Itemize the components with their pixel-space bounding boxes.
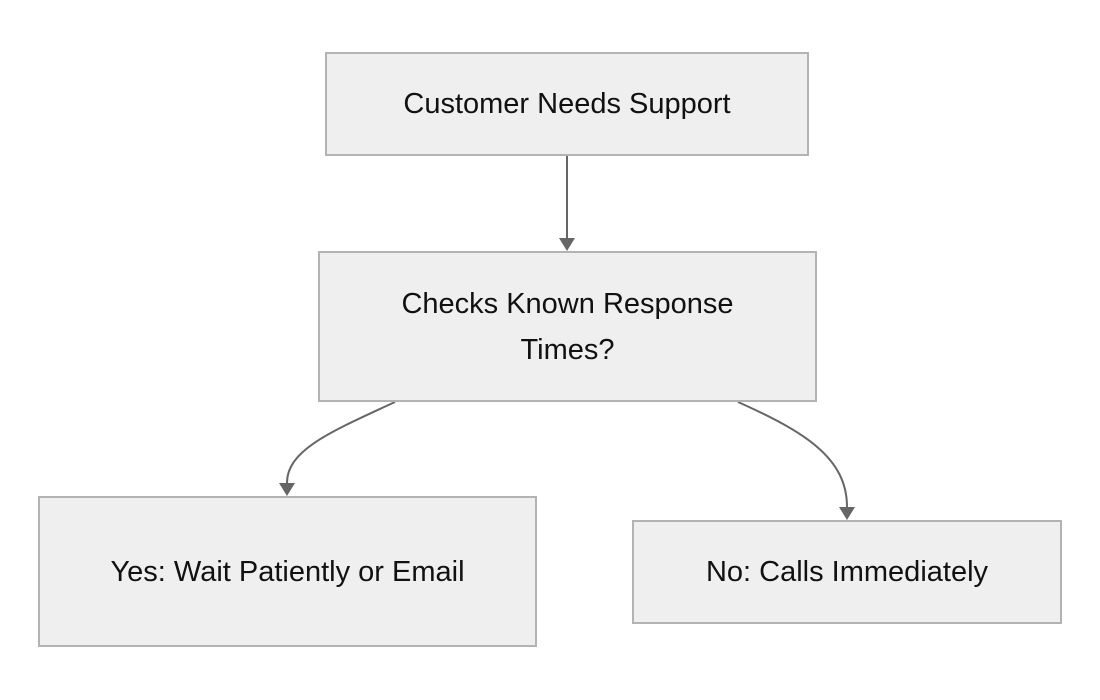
edge-line [737, 401, 848, 508]
node-checks-response-times: Checks Known Response Times? [318, 251, 817, 402]
arrowhead [279, 483, 295, 496]
node-label: Yes: Wait Patiently or Email [110, 555, 465, 588]
node-no-calls-immediately: No: Calls Immediately [632, 520, 1062, 624]
node-label: Checks Known Response Times? [401, 287, 734, 366]
edge-check-to-yes [279, 401, 396, 496]
node-label: Customer Needs Support [403, 88, 731, 120]
edge-start-to-check [559, 156, 575, 251]
edge-check-to-no [737, 401, 855, 520]
node-customer-needs-support: Customer Needs Support [325, 52, 809, 156]
edge-line [286, 401, 396, 484]
node-label: No: Calls Immediately [705, 556, 989, 588]
arrowhead [839, 507, 855, 520]
arrowhead [559, 238, 575, 251]
node-yes-wait-or-email: Yes: Wait Patiently or Email [38, 496, 537, 647]
